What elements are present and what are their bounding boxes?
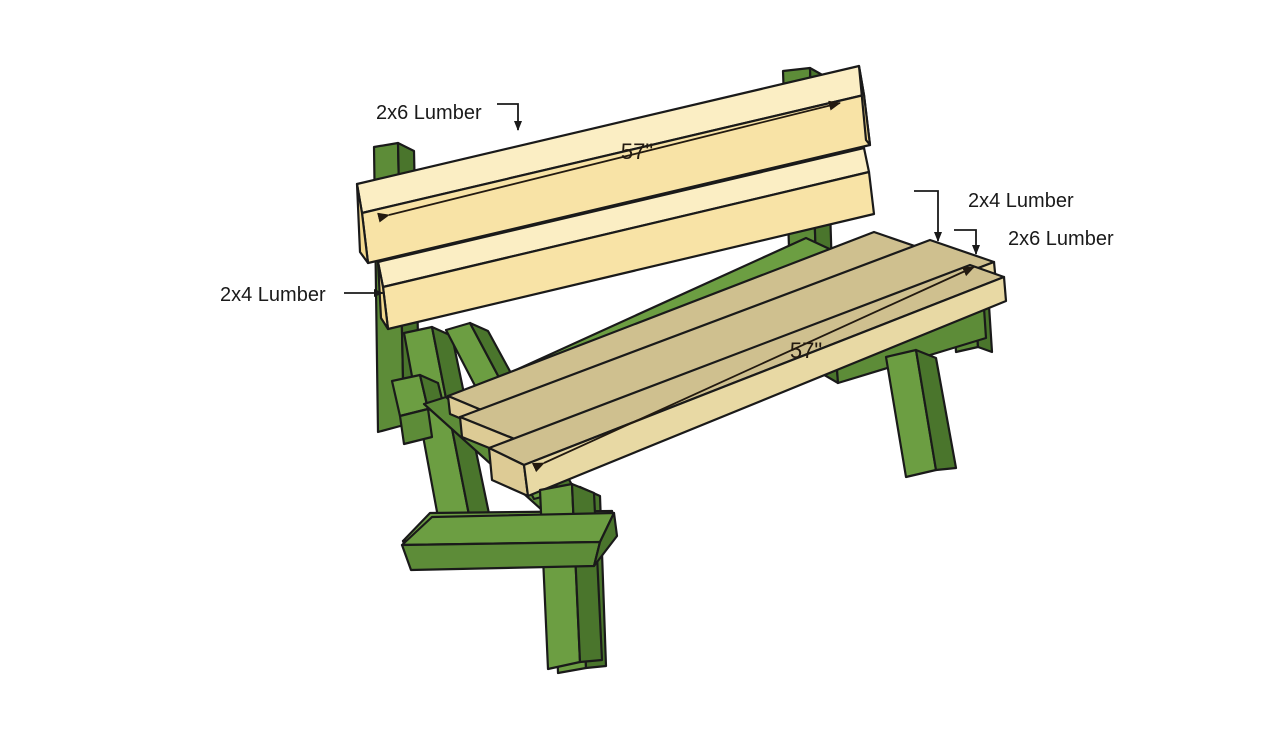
label-backrest-rail-2x4: 2x4 Lumber [220,284,326,306]
dimension-lines [377,100,975,473]
leader-backrest-2x6 [497,103,522,131]
leader-seat-slat-2x4 [914,190,942,242]
label-seat-slat-2x4: 2x4 Lumber [968,190,1074,212]
dimension-backrest-value: 57" [621,139,653,164]
label-seat-slat-2x6: 2x6 Lumber [1008,228,1114,250]
dimension-seat-value: 57" [790,338,822,363]
front-left-leg [538,482,604,671]
dimension-line-seat [531,266,975,473]
leader-seat-slat-2x6 [954,229,980,255]
dimension-line-backrest [377,100,841,223]
callout-leaders [344,103,980,297]
bench-illustration [355,64,1008,675]
front-stretcher [400,511,619,572]
label-backrest-2x6: 2x6 Lumber [376,102,482,124]
